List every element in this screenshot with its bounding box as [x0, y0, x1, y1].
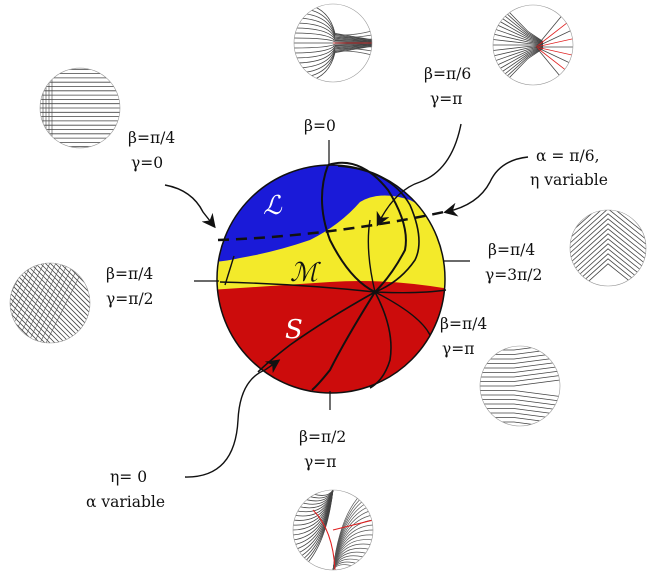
meridian-4 — [367, 219, 376, 293]
meridian-5 — [311, 291, 376, 391]
label-gamma-pi-1: γ=π — [430, 90, 462, 108]
label-gamma-pi-2: γ=π — [442, 340, 474, 358]
pattern-beta0 — [293, 3, 373, 83]
label-beta0: β=0 — [304, 117, 336, 135]
meridian-1 — [320, 164, 376, 293]
label-gamma0: γ=0 — [131, 154, 163, 172]
meridian-8 — [374, 291, 431, 336]
pattern-beta-pi6-gamma-pi — [492, 4, 574, 86]
meridian-2 — [327, 161, 407, 293]
region-L-label: ℒ — [263, 191, 283, 221]
equator-line — [217, 210, 445, 242]
label-beta-pi4-g0: β=π/4 — [128, 129, 175, 147]
meridian-10 — [224, 255, 235, 286]
region-M-label: ℳ — [290, 258, 321, 288]
label-eta0: η= 0 — [110, 468, 147, 486]
pattern-beta-pi2-gamma-pi — [292, 489, 374, 571]
meridian-7 — [369, 291, 392, 389]
arrow-eta0 — [184, 359, 281, 478]
label-alpha-variable: α variable — [86, 493, 165, 511]
arrow-alpha-pi6 — [443, 156, 529, 217]
pattern-beta-pi4-gammapi2 — [9, 262, 91, 344]
label-beta-pi4-gpi2: β=π/4 — [106, 265, 153, 283]
arrow-beta-pi6 — [376, 123, 462, 227]
label-alpha-pi6: α = π/6, — [536, 147, 600, 165]
region-S-label: S — [285, 315, 303, 345]
label-beta-pi2: β=π/2 — [299, 428, 346, 446]
meridian-9 — [219, 281, 447, 294]
sphere: ℒ ℳ S — [216, 161, 447, 394]
label-gamma-pi-3: γ=π — [304, 453, 336, 471]
label-beta-pi6: β=π/6 — [424, 65, 471, 83]
meridian-3 — [337, 165, 420, 293]
label-eta-variable: η variable — [530, 171, 608, 189]
pattern-beta-pi4-gammapi — [479, 345, 561, 427]
label-beta-pi4-gpi: β=π/4 — [440, 315, 487, 333]
label-gamma-3pi2: γ=3π/2 — [485, 266, 542, 284]
label-beta-pi4-g3pi2: β=π/4 — [488, 241, 535, 259]
pattern-beta-pi4-gamma0 — [39, 67, 121, 149]
label-gamma-pi2: γ=π/2 — [106, 290, 154, 308]
labels: β=0 β=π/6 γ=π β=π/4 γ=0 α = π/6, η varia… — [86, 65, 608, 511]
arrow-beta-pi4-gamma0 — [164, 184, 216, 229]
